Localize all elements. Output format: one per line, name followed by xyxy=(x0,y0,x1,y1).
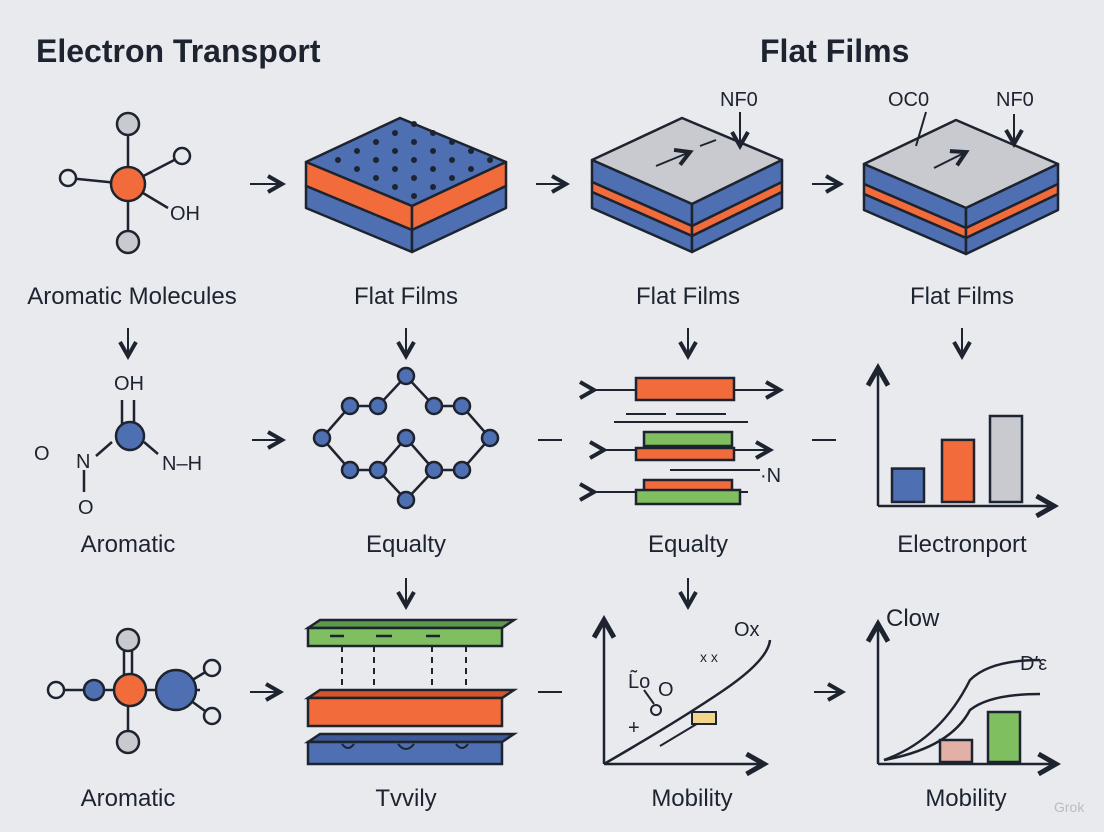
surface-dot xyxy=(430,148,436,154)
row2-label-4: Electronport xyxy=(897,531,1027,558)
surface-dot xyxy=(411,157,417,163)
mobility-line-plot-icon xyxy=(604,620,772,764)
surface-dot xyxy=(411,175,417,181)
mol-oh: OH xyxy=(114,373,144,395)
mol-o-bottom: O xyxy=(78,497,94,519)
mol-o-left: O xyxy=(34,443,50,465)
row2-label-3: Equalty xyxy=(648,531,728,558)
surface-dot xyxy=(430,130,436,136)
title-electron-transport: Electron Transport xyxy=(36,33,321,69)
surface-dot xyxy=(392,148,398,154)
row3-label-2: Tvvily xyxy=(375,785,436,812)
nf0-label: NF0 xyxy=(720,89,758,111)
bar xyxy=(938,738,974,764)
oc0-label: OC0 xyxy=(888,89,929,111)
graph-node xyxy=(396,366,416,386)
surface-dots xyxy=(335,121,493,199)
plot-o-label: O xyxy=(658,679,674,701)
plot-plus-label: + xyxy=(628,717,640,739)
graph-node xyxy=(312,428,332,448)
oh-label: OH xyxy=(170,203,200,225)
surface-dot xyxy=(335,157,341,163)
row3-label-1: Aromatic xyxy=(81,785,176,812)
mobility-curve-chart-icon xyxy=(878,624,1056,764)
flat-film-block-icon xyxy=(304,116,508,254)
aromatic-molecule-icon xyxy=(82,400,159,492)
surface-dot xyxy=(354,166,360,172)
bar xyxy=(940,438,976,504)
plot-d-label: D′ε xyxy=(1020,653,1047,675)
plot-xx-label: x x xyxy=(700,649,718,665)
surface-dot xyxy=(373,175,379,181)
graph-node xyxy=(424,396,444,416)
row2-label-1: Aromatic xyxy=(81,531,176,558)
mol-n: N xyxy=(76,451,90,473)
aromatic-molecule-icon xyxy=(46,627,222,755)
layered-plates-icon xyxy=(303,618,519,766)
bar xyxy=(988,414,1024,504)
row1-label-1: Aromatic Molecules xyxy=(27,283,236,310)
surface-dot xyxy=(468,166,474,172)
graph-node xyxy=(452,396,472,416)
bar xyxy=(890,467,926,504)
surface-dot xyxy=(373,157,379,163)
row1-label-2: Flat Films xyxy=(354,283,458,310)
aromatic-molecule-icon xyxy=(58,111,192,255)
layer-stack-icon xyxy=(594,376,780,506)
graph-node xyxy=(480,428,500,448)
graph-nodes xyxy=(312,366,500,510)
stack-n-label: ·N xyxy=(760,465,781,487)
surface-dot xyxy=(468,148,474,154)
surface-dot xyxy=(354,148,360,154)
surface-dot xyxy=(373,139,379,145)
graph-node xyxy=(396,490,416,510)
row1-label-4: Flat Films xyxy=(910,283,1014,310)
surface-dot xyxy=(449,175,455,181)
row1-label-3: Flat Films xyxy=(636,283,740,310)
surface-dot xyxy=(411,121,417,127)
flat-film-block-icon xyxy=(862,111,1060,256)
surface-dot xyxy=(392,184,398,190)
surface-dot xyxy=(392,166,398,172)
title-flat-films: Flat Films xyxy=(760,33,909,69)
graph-node xyxy=(396,428,416,448)
surface-dot xyxy=(430,166,436,172)
row3-label-3: Mobility xyxy=(651,785,732,812)
row2-label-2: Equalty xyxy=(366,531,446,558)
plot-lo-label: L̃o xyxy=(628,670,650,693)
nf0-label: NF0 xyxy=(996,89,1034,111)
surface-dot xyxy=(392,130,398,136)
graph-node xyxy=(452,460,472,480)
surface-dot xyxy=(430,184,436,190)
surface-dot xyxy=(449,139,455,145)
plot-clow-label: Clow xyxy=(886,605,940,632)
graph-node xyxy=(340,396,360,416)
graph-node xyxy=(340,460,360,480)
graph-node xyxy=(424,460,444,480)
surface-dot xyxy=(411,139,417,145)
plot-ox-label: Ox xyxy=(734,619,760,641)
surface-dot xyxy=(487,157,493,163)
row3-label-4: Mobility xyxy=(925,785,1006,812)
bar xyxy=(986,710,1022,764)
mol-nh: N–H xyxy=(162,453,202,475)
graph-node xyxy=(368,460,388,480)
graph-node xyxy=(368,396,388,416)
watermark-label: Grok xyxy=(1054,799,1085,815)
surface-dot xyxy=(411,193,417,199)
bar-chart-icon xyxy=(878,368,1054,506)
surface-dot xyxy=(449,157,455,163)
flat-film-block-icon xyxy=(590,112,784,254)
